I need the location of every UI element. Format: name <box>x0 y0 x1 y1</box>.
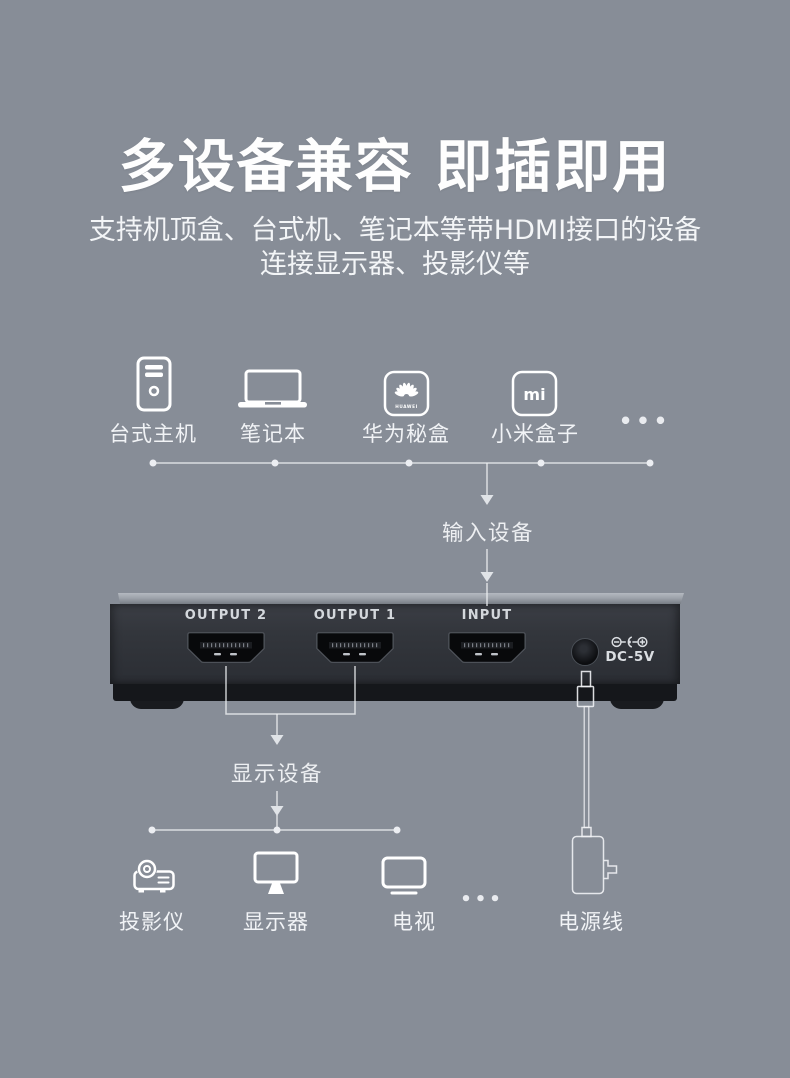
mi-logo-text: mi <box>523 385 545 404</box>
page-title: 多设备兼容 即插即用 <box>118 134 672 200</box>
hdmi-port-output2 <box>187 632 265 663</box>
power-cable-icon <box>571 670 618 895</box>
power-cable-label: 电源线 <box>558 910 624 934</box>
page-subtitle: 支持机顶盒、台式机、笔记本等带HDMI接口的设备 连接显示器、投影仪等 <box>0 214 790 282</box>
device-bottom-edge <box>113 684 677 701</box>
output-device-label-projector: 投影仪 <box>119 910 185 934</box>
laptop-icon <box>238 369 307 408</box>
huawei-flower-logo <box>394 382 419 397</box>
input-device-label-huawei-box: 华为秘盒 <box>362 422 450 446</box>
tv-icon <box>381 856 427 895</box>
huawei-box-icon: HUAWEI <box>383 370 430 417</box>
device-top-edge <box>118 593 684 604</box>
output-device-label-monitor: 显示器 <box>243 910 309 934</box>
input-group-label: 输入设备 <box>441 521 534 546</box>
monitor-icon <box>253 851 299 894</box>
dc-power-jack <box>571 638 599 666</box>
mi-box-icon: mi <box>511 370 558 417</box>
dc-voltage-label: DC-5V <box>605 649 655 665</box>
hdmi-port-output1 <box>316 632 394 663</box>
node-dots <box>148 459 654 834</box>
projector-icon <box>133 859 175 893</box>
dc-polarity-icon <box>611 636 648 648</box>
desktop-tower-icon <box>136 356 172 412</box>
port-label-output2: OUTPUT 2 <box>184 608 268 623</box>
subtitle-line-2: 连接显示器、投影仪等 <box>260 249 530 280</box>
output-device-label-tv: 电视 <box>392 910 436 934</box>
port-label-input: INPUT <box>461 608 513 623</box>
hdmi-port-input <box>448 632 526 663</box>
input-device-label-desktop: 台式主机 <box>109 422 197 446</box>
more-input-devices-dots: ••• <box>618 409 672 433</box>
arrow-down-icon <box>270 495 494 816</box>
huawei-logo-text: HUAWEI <box>395 404 417 409</box>
more-output-devices-dots: ••• <box>460 889 504 910</box>
output-group-label: 显示设备 <box>230 762 323 787</box>
input-device-label-mi-box: 小米盒子 <box>491 422 579 446</box>
hdmi-switcher-device: OUTPUT 2 OUTPUT 1 INPUT <box>110 593 684 713</box>
input-device-label-laptop: 笔记本 <box>240 422 306 446</box>
subtitle-line-1: 支持机顶盒、台式机、笔记本等带HDMI接口的设备 <box>88 215 702 246</box>
port-label-output1: OUTPUT 1 <box>313 608 397 623</box>
